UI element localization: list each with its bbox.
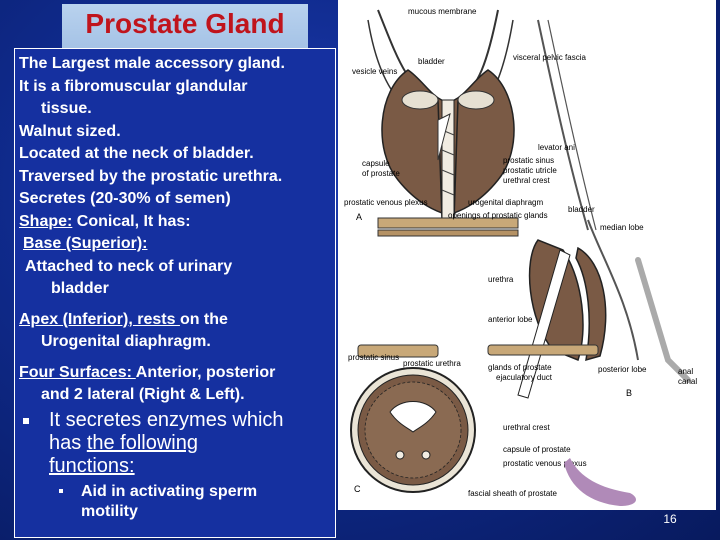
text-line-7: Secretes (20-30% of semen) [19, 190, 231, 207]
base-label: Base (Superior): [23, 235, 148, 252]
label-a-3: vesicle veins [352, 67, 397, 76]
label-a-5: capsule [362, 159, 390, 168]
label-b-0: bladder [568, 205, 595, 214]
slide-title: Prostate Gland [85, 8, 285, 39]
label-b-11: B [626, 388, 632, 398]
apex-label: Apex (Inferior), rests [19, 310, 180, 328]
label-b-6: glands of prostate [488, 363, 552, 372]
label-a-9: urethral crest [503, 176, 550, 185]
label-c-3: fascial sheath of prostate [468, 489, 557, 498]
label-b-8: ejaculatory duct [496, 373, 553, 382]
label-a-10: prostatic venous plexus [344, 198, 428, 207]
surfaces-text: Anterior, posterior [135, 363, 276, 381]
label-a-7: prostatic sinus [503, 156, 554, 165]
base-text-1: Attached to neck of urinary [25, 257, 233, 275]
label-a-11: urogenital diaphragm [468, 198, 543, 207]
label-c-2: prostatic venous plexus [503, 459, 587, 468]
apex-text-2: Urogenital diaphragm. [41, 333, 211, 350]
sub-bullet-line-2: motility [81, 502, 138, 520]
figure-a: mucous membrane bladder visceral pelvic … [344, 7, 597, 237]
apex-text: on the [179, 310, 228, 328]
anatomy-svg: mucous membrane bladder visceral pelvic … [344, 7, 697, 498]
label-a-4: levator ani [538, 143, 575, 152]
label-a-13: A [356, 212, 362, 222]
text-line-2: It is a fibromuscular glandular [19, 77, 248, 95]
surfaces-line: Four Surfaces: Anterior, posterior [19, 362, 335, 385]
label-a-2: visceral pelvic fascia [513, 53, 586, 62]
shape-label: Shape: [19, 212, 73, 230]
label-b-10: canal [678, 377, 697, 386]
label-b-7: posterior lobe [598, 365, 647, 374]
text-line-6: Traversed by the prostatic urethra. [19, 167, 283, 185]
bullet-line-2-plain: has [49, 431, 87, 454]
figure-c: urethral crest capsule of prostate prost… [350, 367, 587, 498]
base-text-2: bladder [51, 280, 109, 297]
sub-bullet-line-1: Aid in activating sperm [81, 482, 258, 500]
decorative-shape [564, 458, 636, 506]
bullet-line-1: It secretes enzymes which [49, 408, 284, 431]
base-line: Base (Superior): [19, 233, 335, 256]
label-a-0: mucous membrane [408, 7, 477, 16]
text-line-5: Located at the neck of bladder. [19, 145, 254, 162]
label-b-1: median lobe [600, 223, 644, 232]
label-a-12: openings of prostatic glands [448, 211, 548, 220]
shape-line: Shape: Conical, It has: [19, 211, 335, 234]
label-b-9: anal [678, 367, 693, 376]
bullet-line-2-underlined: the following [86, 431, 198, 454]
label-a-1: bladder [418, 57, 445, 66]
title-box: Prostate Gland [62, 4, 308, 48]
label-a-8: prostatic utricle [503, 166, 557, 175]
shape-text: Conical, It has: [72, 212, 191, 230]
sub-bullet-square-icon [59, 488, 63, 493]
label-b-5: prostatic urethra [403, 359, 461, 368]
text-line-1: The Largest male accessory gland. [19, 55, 285, 72]
label-b-4: prostatic sinus [348, 353, 399, 362]
page-number: 16 [663, 512, 677, 526]
bullet-item: It secretes enzymes which has the follow… [19, 409, 335, 478]
apex-line: Apex (Inferior), rests on the [19, 309, 335, 332]
sub-bullet-item: Aid in activating sperm motility [19, 482, 335, 522]
content-box: The Largest male accessory gland. It is … [14, 48, 336, 538]
bullet-line-2: has the following [49, 432, 335, 455]
label-c-4: C [354, 484, 361, 494]
bullet-line-3: functions: [49, 454, 135, 477]
anatomy-figure: mucous membrane bladder visceral pelvic … [338, 0, 716, 510]
label-a-6: of prostate [362, 169, 400, 178]
surfaces-text-2: and 2 lateral (Right & Left). [41, 386, 245, 403]
surfaces-label: Four Surfaces: [19, 363, 136, 381]
text-line-3: tissue. [41, 100, 92, 117]
text-line-4: Walnut sized. [19, 122, 121, 140]
figure-b: bladder median lobe urethra anterior lob… [348, 205, 697, 399]
label-c-1: capsule of prostate [503, 445, 571, 454]
label-c-0: urethral crest [503, 423, 550, 432]
label-b-2: urethra [488, 275, 514, 284]
bullet-square-icon [23, 417, 29, 424]
label-b-3: anterior lobe [488, 315, 533, 324]
